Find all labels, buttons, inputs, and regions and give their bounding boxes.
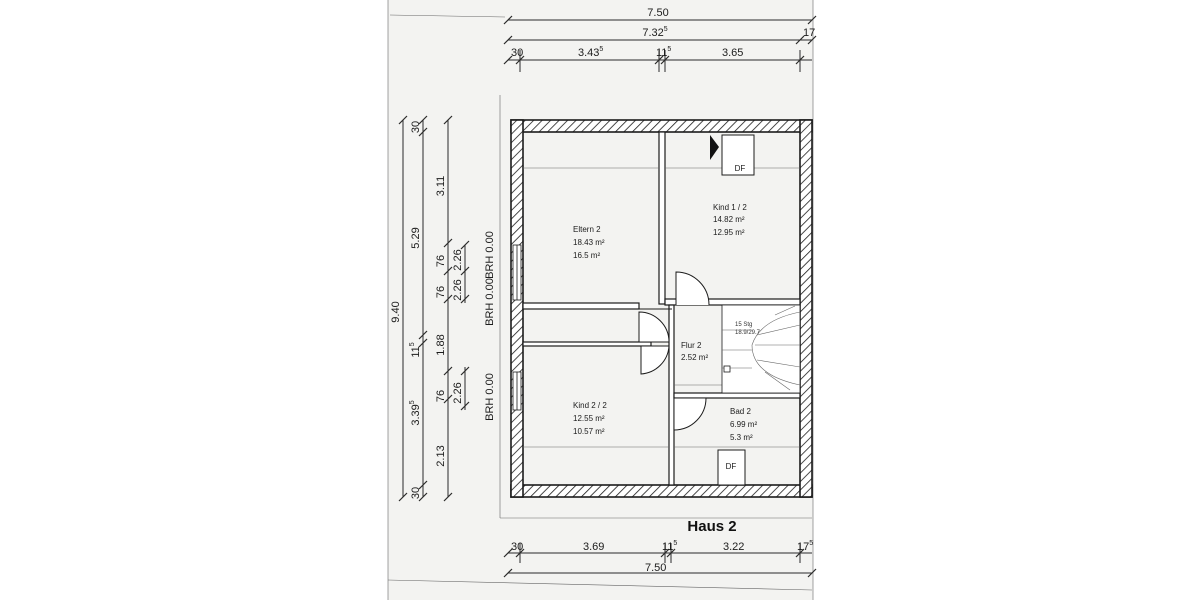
left-col4-dim-1: 2.26 [452, 249, 464, 270]
room-area-kind2-1: 12.55 m² [573, 414, 605, 423]
interior-wall-kind2-top [522, 341, 652, 347]
staircase: 15 Stg 18.9/29.7 [721, 304, 801, 394]
left-overall-dimension: 9.40 [390, 301, 402, 322]
room-area-kind2-2: 10.57 m² [573, 427, 605, 436]
skylight-label-kind1: DF [735, 164, 746, 173]
left-col3-dim-2: 76 [435, 255, 447, 267]
east-wall [799, 119, 813, 498]
left-col3-dim-6: 2.13 [435, 445, 447, 466]
room-flur: Flur 2 2.52 m² [681, 341, 708, 362]
room-name-bad: Bad 2 [730, 407, 751, 416]
bottom-dim-seg-1: 30 [511, 541, 523, 553]
door-kind2 [640, 345, 670, 375]
top-dim-seg-3: 115 [656, 46, 671, 59]
room-name-eltern: Eltern 2 [573, 225, 601, 234]
left-dimension-chains: 9.40 30 5.29 115 3.395 30 3.11 76 76 1.8… [390, 115, 470, 502]
room-area-bad-1: 6.99 m² [730, 420, 757, 429]
room-area-flur-1: 2.52 m² [681, 353, 708, 362]
building-outline: DF DF 15 Stg 18.9/29.7 [510, 119, 813, 498]
brh-label-1: BRH 0.00 [484, 231, 496, 279]
left-col2-dim-1: 30 [410, 121, 422, 133]
left-col3-dim-5: 76 [435, 390, 447, 402]
stair-ratio: 18.9/29.7 [735, 330, 761, 336]
plan-title: Haus 2 [687, 518, 736, 535]
interior-wall-eltern-kind1 [658, 131, 666, 305]
interior-wall-flur-west [668, 304, 675, 486]
bottom-dim-seg-2: 3.69 [583, 541, 604, 553]
top-right-cut-dimension: 17 [803, 27, 815, 39]
skylight-bad [717, 449, 746, 486]
room-area-eltern-1: 18.43 m² [573, 238, 605, 247]
room-kind1: Kind 1 / 2 14.82 m² 12.95 m² [713, 203, 747, 237]
room-eltern: Eltern 2 18.43 m² 16.5 m² [573, 225, 605, 260]
room-bad: Bad 2 6.99 m² 5.3 m² [730, 407, 757, 442]
left-col4-dim-2: 2.26 [452, 279, 464, 300]
top-dim-seg-2: 3.435 [578, 46, 603, 59]
brh-label-2: BRH 0.00 [484, 278, 496, 326]
left-col3-dim-3: 76 [435, 286, 447, 298]
bottom-overall-dimension: 7.50 [645, 562, 666, 574]
bottom-dim-seg-5: 175 [797, 540, 813, 553]
interior-wall-bad-north [673, 392, 801, 399]
left-col3-dim-4: 1.88 [435, 334, 447, 355]
top-dimension-chain: 7.50 7.325 17 30 3.435 115 3.65 [503, 7, 817, 72]
top-inner-dimension: 7.325 [642, 26, 667, 39]
left-col3-dim-1: 3.11 [435, 176, 447, 197]
left-col4-dim-3: 2.26 [452, 382, 464, 403]
north-wall [510, 119, 813, 133]
west-wall [510, 119, 524, 498]
left-col2-dim-3: 115 [409, 342, 422, 357]
skylight-kind1 [721, 134, 755, 176]
room-name-flur: Flur 2 [681, 341, 702, 350]
south-wall [510, 484, 813, 498]
brh-label-3: BRH 0.00 [484, 373, 496, 421]
top-dim-seg-4: 3.65 [722, 47, 743, 59]
top-dim-seg-1: 30 [511, 47, 523, 59]
door-eltern [638, 311, 670, 343]
skylight-label-bad: DF [726, 462, 737, 471]
room-kind2: Kind 2 / 2 12.55 m² 10.57 m² [573, 401, 607, 436]
room-name-kind2: Kind 2 / 2 [573, 401, 607, 410]
bottom-dim-seg-4: 3.22 [723, 541, 744, 553]
stair-steps: 15 Stg [735, 322, 752, 328]
top-overall-dimension: 7.50 [647, 7, 668, 19]
left-col2-dim-5: 30 [410, 487, 422, 499]
door-kind1 [675, 271, 710, 306]
room-area-kind1-2: 12.95 m² [713, 228, 745, 237]
room-area-bad-2: 5.3 m² [730, 433, 753, 442]
interior-wall-eltern-kind2 [522, 302, 640, 310]
bottom-dimension-chain: 30 3.69 115 3.22 175 7.50 [503, 540, 817, 578]
bottom-dim-seg-3: 115 [662, 540, 677, 553]
left-col2-dim-2: 5.29 [410, 227, 422, 248]
door-bad [673, 397, 707, 431]
room-area-kind1-1: 14.82 m² [713, 215, 745, 224]
room-area-eltern-2: 16.5 m² [573, 251, 600, 260]
room-name-kind1: Kind 1 / 2 [713, 203, 747, 212]
chimney-marker [710, 135, 719, 160]
left-col2-dim-4: 3.395 [409, 400, 422, 425]
